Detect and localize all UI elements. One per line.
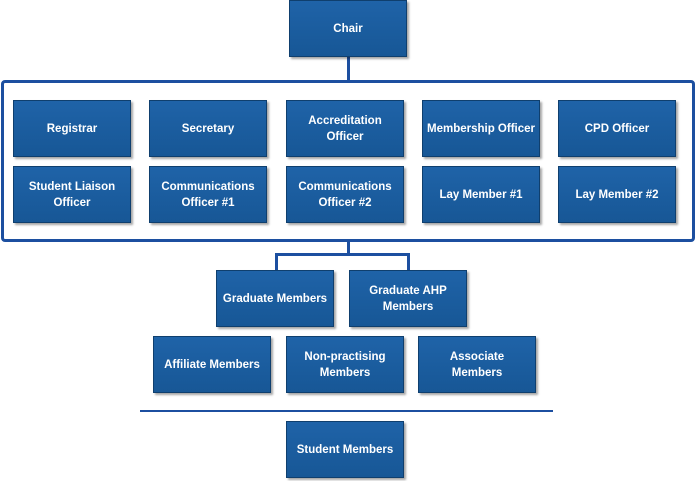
registrar-box[interactable]: Registrar xyxy=(13,100,131,157)
student-members-box[interactable]: Student Members xyxy=(286,421,404,478)
lay-member-1-box[interactable]: Lay Member #1 xyxy=(422,166,540,223)
student-liaison-officer-box[interactable]: Student Liaison Officer xyxy=(13,166,131,223)
lay-member-2-box[interactable]: Lay Member #2 xyxy=(558,166,676,223)
cpd-officer-box[interactable]: CPD Officer xyxy=(558,100,676,157)
associate-members-box[interactable]: Associate Members xyxy=(418,336,536,393)
accreditation-officer-box[interactable]: Accreditation Officer xyxy=(286,100,404,157)
communications-officer-1-box[interactable]: Communications Officer #1 xyxy=(149,166,267,223)
committee-frame xyxy=(1,80,695,242)
membership-officer-box[interactable]: Membership Officer xyxy=(422,100,540,157)
connector-graduate-ahp-members xyxy=(407,253,410,270)
communications-officer-2-box[interactable]: Communications Officer #2 xyxy=(286,166,404,223)
secretary-box[interactable]: Secretary xyxy=(149,100,267,157)
affiliate-members-box[interactable]: Affiliate Members xyxy=(153,336,271,393)
graduate-ahp-members-box[interactable]: Graduate AHP Members xyxy=(349,270,467,327)
connector-committee-to-members xyxy=(347,240,350,254)
chair-box[interactable]: Chair xyxy=(289,0,407,57)
connector-graduate-members xyxy=(275,253,278,270)
divider-line xyxy=(140,410,553,412)
connector-chair-to-committee xyxy=(347,57,350,82)
graduate-members-box[interactable]: Graduate Members xyxy=(216,270,334,327)
non-practising-members-box[interactable]: Non-practising Members xyxy=(286,336,404,393)
connector-members-horizontal xyxy=(275,253,410,256)
